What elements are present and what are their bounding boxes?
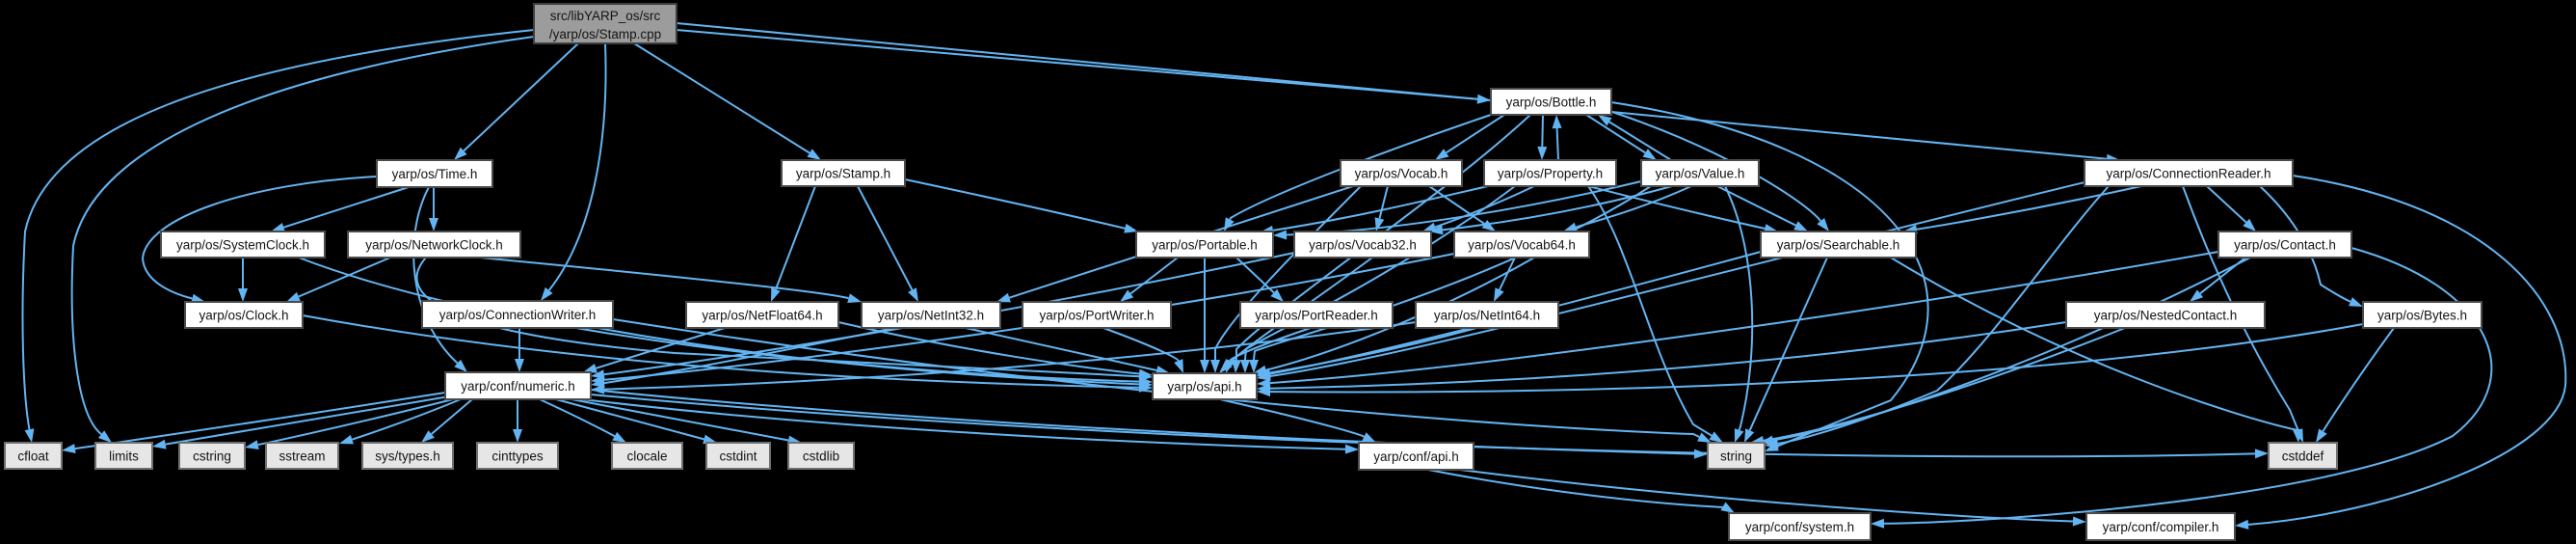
svg-text:yarp/os/PortWriter.h: yarp/os/PortWriter.h [1039,309,1154,323]
svg-text:yarp/os/NetFloat64.h: yarp/os/NetFloat64.h [702,309,822,323]
svg-text:src/libYARP_os/src: src/libYARP_os/src [550,9,661,23]
svg-text:yarp/os/ConnectionReader.h: yarp/os/ConnectionReader.h [2106,167,2271,181]
svg-text:cstdlib: cstdlib [803,449,839,464]
svg-text:yarp/os/NestedContact.h: yarp/os/NestedContact.h [2094,309,2238,323]
svg-text:limits: limits [109,449,139,464]
svg-text:cstring: cstring [193,449,231,464]
svg-text:yarp/os/Bottle.h: yarp/os/Bottle.h [1506,95,1597,110]
svg-text:cinttypes: cinttypes [491,449,544,464]
svg-text:cstdint: cstdint [719,449,757,464]
svg-text:yarp/os/Portable.h: yarp/os/Portable.h [1152,238,1258,253]
svg-text:yarp/os/SystemClock.h: yarp/os/SystemClock.h [176,238,309,253]
svg-text:yarp/os/Searchable.h: yarp/os/Searchable.h [1777,238,1900,253]
svg-text:yarp/conf/system.h: yarp/conf/system.h [1745,520,1854,534]
svg-text:string: string [1720,449,1752,464]
svg-text:yarp/conf/numeric.h: yarp/conf/numeric.h [461,379,575,394]
svg-text:yarp/os/NetworkClock.h: yarp/os/NetworkClock.h [365,238,503,253]
svg-text:yarp/os/NetInt64.h: yarp/os/NetInt64.h [1434,309,1540,323]
svg-text:yarp/os/Contact.h: yarp/os/Contact.h [2234,238,2336,253]
svg-text:yarp/os/Property.h: yarp/os/Property.h [1498,167,1603,181]
svg-text:yarp/os/NetInt32.h: yarp/os/NetInt32.h [878,309,984,323]
svg-text:yarp/os/ConnectionWriter.h: yarp/os/ConnectionWriter.h [439,308,597,322]
svg-text:yarp/os/Value.h: yarp/os/Value.h [1656,167,1745,181]
svg-text:clocale: clocale [626,449,667,464]
svg-text:yarp/os/Vocab.h: yarp/os/Vocab.h [1355,167,1448,181]
svg-text:yarp/os/Bytes.h: yarp/os/Bytes.h [2377,309,2467,323]
svg-text:sstream: sstream [279,449,325,464]
svg-text:/yarp/os/Stamp.cpp: /yarp/os/Stamp.cpp [549,27,661,41]
svg-text:yarp/os/Vocab64.h: yarp/os/Vocab64.h [1468,238,1576,253]
svg-text:yarp/os/api.h: yarp/os/api.h [1167,380,1241,394]
svg-text:cstddef: cstddef [2282,449,2324,464]
svg-text:yarp/os/Vocab32.h: yarp/os/Vocab32.h [1309,238,1417,253]
svg-text:yarp/os/Stamp.h: yarp/os/Stamp.h [796,167,890,181]
svg-text:yarp/os/PortReader.h: yarp/os/PortReader.h [1255,309,1378,323]
svg-text:yarp/conf/compiler.h: yarp/conf/compiler.h [2103,520,2219,534]
svg-text:yarp/os/Clock.h: yarp/os/Clock.h [199,309,288,323]
svg-text:yarp/os/Time.h: yarp/os/Time.h [392,167,478,181]
svg-text:sys/types.h: sys/types.h [375,449,440,464]
svg-text:yarp/conf/api.h: yarp/conf/api.h [1373,449,1459,464]
svg-text:cfloat: cfloat [17,449,49,464]
